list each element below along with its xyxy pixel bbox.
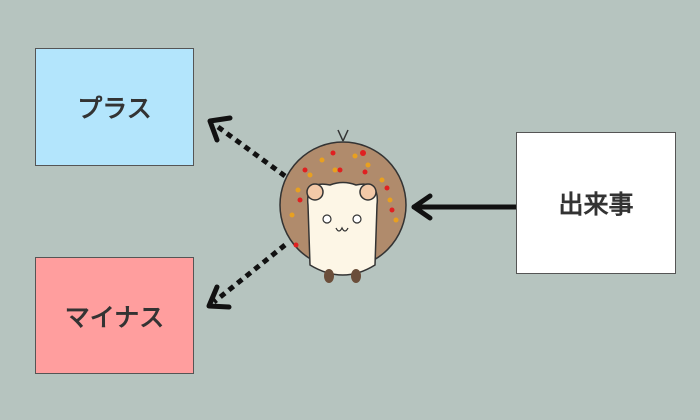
minus-box: マイナス <box>35 257 194 374</box>
event-box: 出来事 <box>516 132 676 274</box>
arrow-to-plus <box>207 115 287 179</box>
event-label: 出来事 <box>558 190 634 219</box>
plus-box: プラス <box>35 48 194 166</box>
arrow-from-event <box>411 193 519 221</box>
arrow-to-minus <box>206 243 287 310</box>
hedgehog-illustration <box>279 129 407 283</box>
minus-label: マイナス <box>64 302 165 332</box>
plus-label: プラス <box>77 94 152 123</box>
